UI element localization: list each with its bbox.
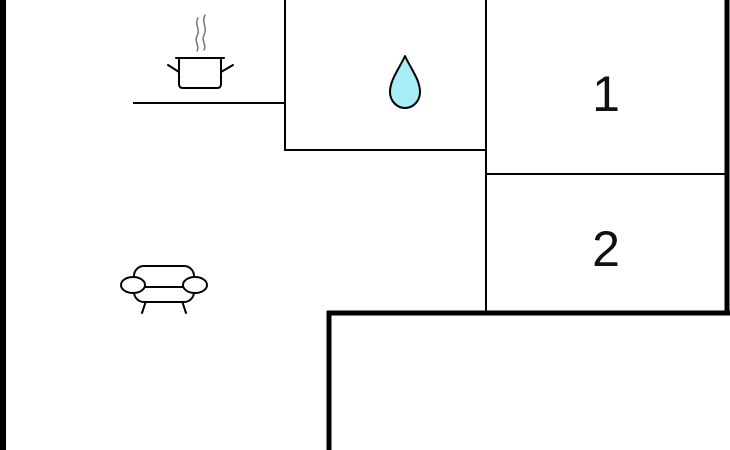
water-drop-icon: [389, 55, 421, 109]
sofa-icon: [120, 265, 208, 314]
room-number-2: 2: [592, 221, 620, 277]
room-number-1: 1: [592, 66, 620, 122]
cooking-pot-icon: [167, 14, 234, 89]
